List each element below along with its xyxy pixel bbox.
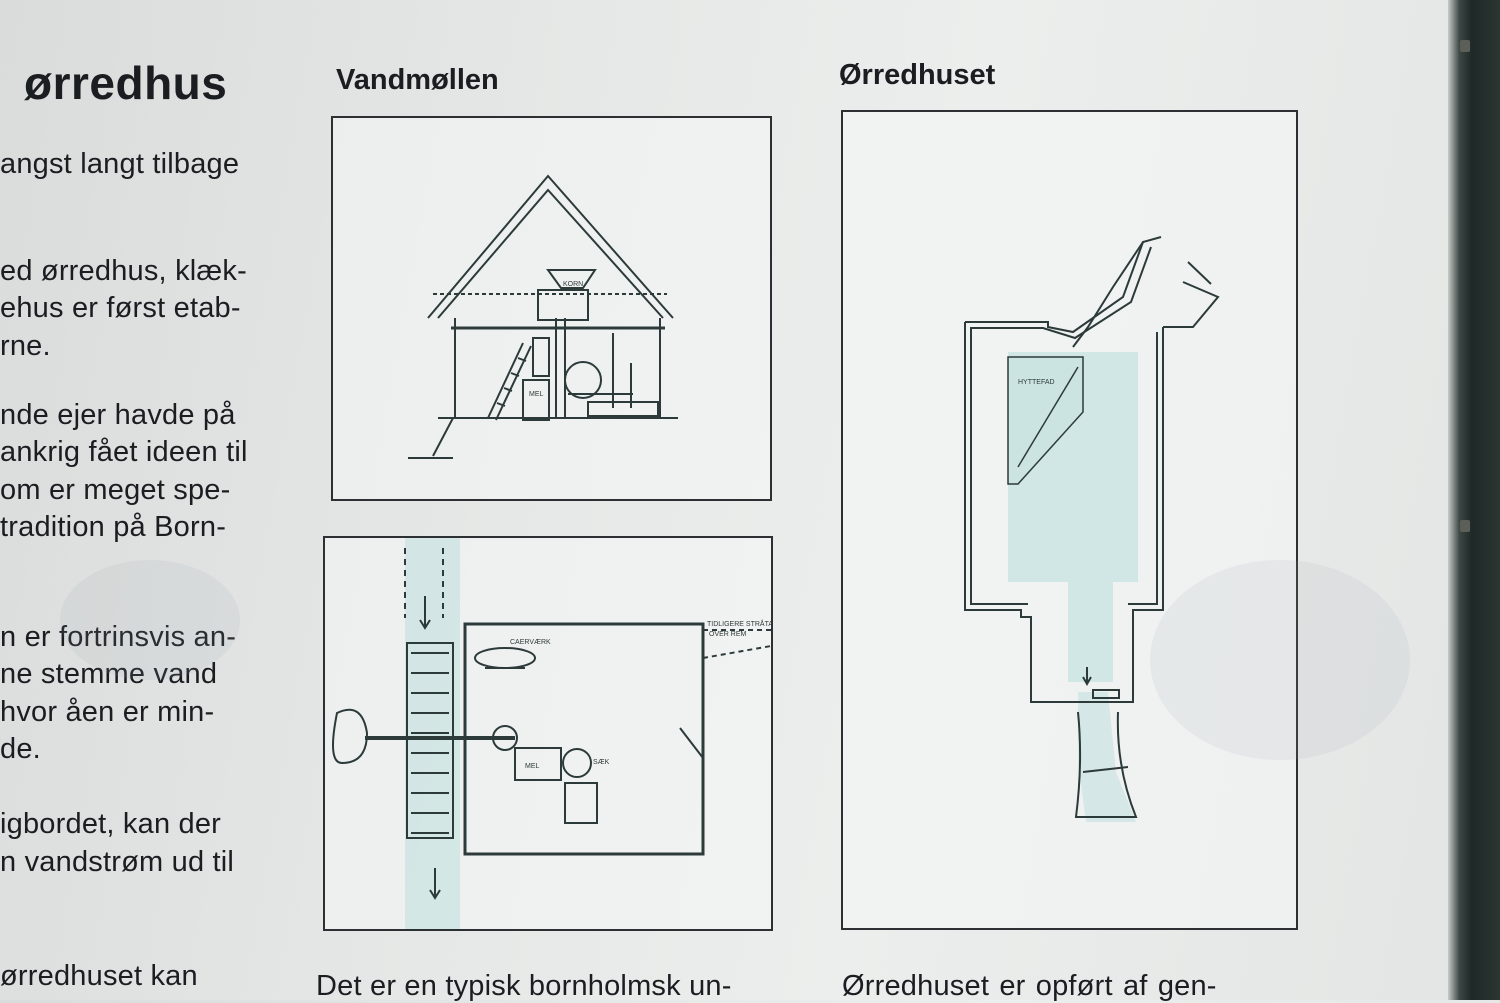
vandmoellen-title: Vandmøllen bbox=[336, 64, 499, 96]
left-text-line: ehus er først etab- bbox=[0, 292, 241, 324]
plan-mel-label: MEL bbox=[525, 763, 540, 770]
trout-house-plan-drawing: HYTTEFAD bbox=[841, 110, 1298, 930]
tidligere-stratag-label: TIDLIGERE STRÅTAG bbox=[707, 619, 771, 628]
oerredhuset-title: Ørredhuset bbox=[839, 59, 996, 91]
caervaerk-label: CAERVÆRK bbox=[510, 639, 551, 646]
vandmoellen-caption: Det er en typisk bornholmsk un- bbox=[316, 970, 732, 1002]
over-rem-label: OVER REM bbox=[709, 631, 747, 638]
left-text-line: ed ørredhus, klæk- bbox=[0, 255, 247, 287]
mel-label: MEL bbox=[529, 391, 544, 398]
sign-frame bbox=[1448, 0, 1500, 1000]
left-text-line: rne. bbox=[0, 330, 51, 362]
left-text-line: ørredhuset kan bbox=[0, 960, 198, 992]
mill-plan-drawing: CAERVÆRK TIDLIGERE STRÅTAG OVER REM MEL … bbox=[323, 536, 773, 931]
surface-smudge bbox=[1150, 560, 1410, 760]
hyttefad-label: HYTTEFAD bbox=[1018, 379, 1055, 386]
left-text-line: ne stemme vand bbox=[0, 658, 218, 690]
mill-section-svg: KORN MEL bbox=[408, 174, 678, 459]
frame-bolt bbox=[1460, 520, 1470, 532]
left-text-line: tradition på Born- bbox=[0, 511, 227, 543]
surface-smudge bbox=[60, 560, 240, 680]
oerredhuset-caption: Ørredhuset er opført af gen- bbox=[842, 970, 1217, 1002]
trout-house-svg: HYTTEFAD bbox=[964, 236, 1220, 822]
mill-plan-svg: CAERVÆRK TIDLIGERE STRÅTAG OVER REM MEL … bbox=[332, 538, 771, 929]
left-text-line: nde ejer havde på bbox=[0, 399, 236, 431]
left-column-title: ørredhus bbox=[24, 57, 228, 109]
left-text-line: om er meget spe- bbox=[0, 474, 231, 506]
saek-label: SÆK bbox=[593, 759, 610, 766]
left-text-line: hvor åen er min- bbox=[0, 696, 215, 728]
left-text-line: de. bbox=[0, 733, 41, 765]
left-text-line: angst langt tilbage bbox=[0, 148, 240, 180]
left-text-line: igbordet, kan der bbox=[0, 808, 222, 840]
mill-section-drawing: KORN MEL bbox=[331, 116, 772, 501]
left-text-line: n vandstrøm ud til bbox=[0, 846, 235, 878]
left-text-line: n er fortrinsvis an- bbox=[0, 621, 237, 653]
left-text-line: ankrig fået ideen til bbox=[0, 436, 248, 468]
frame-bolt bbox=[1460, 40, 1470, 52]
korn-label: KORN bbox=[563, 281, 583, 288]
